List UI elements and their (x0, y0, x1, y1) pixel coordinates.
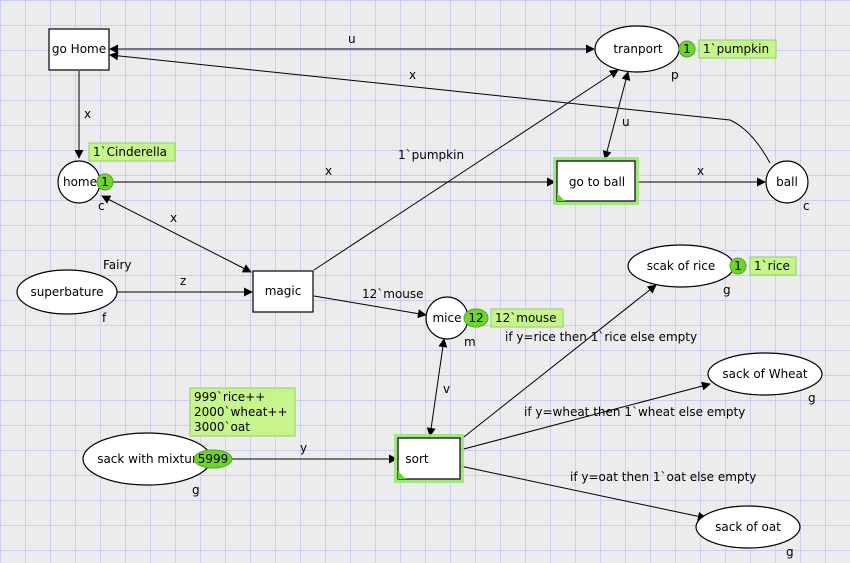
arc-label-magic-mice: 12`mouse (362, 287, 424, 301)
place-label: mice (432, 311, 461, 325)
place-color-set: f (102, 311, 107, 325)
arc-label-gohome-home: x (84, 107, 91, 121)
marking-text: 1`pumpkin (703, 42, 769, 56)
transition-label: magic (265, 284, 302, 298)
transition-go-home[interactable]: go Home (48, 28, 110, 71)
token-count-mice[interactable]: 12 (463, 308, 489, 328)
place-name-annotation: Fairy (103, 258, 132, 272)
arc-label-mice-sort: v (443, 382, 450, 396)
place-color-set: g (723, 283, 731, 297)
place-superbature[interactable]: superbature f Fairy (16, 258, 132, 325)
token-count-home[interactable]: 1 (96, 173, 114, 191)
marking-home[interactable]: 1`Cinderella (88, 142, 176, 162)
place-label: tranport (613, 42, 662, 56)
place-sack-with-mixture[interactable]: sack with mixtur g (82, 432, 212, 497)
place-sack-of-oat[interactable]: sack of oat g (695, 505, 801, 559)
token-count-scak-of-rice[interactable]: 1 (729, 257, 747, 275)
transition-label: go to ball (569, 175, 625, 189)
arc-label-magic-tranport: 1`pumpkin (398, 148, 464, 162)
marking-sack-with-mixture[interactable]: 999`rice++ 2000`wheat++ 3000`oat (189, 387, 296, 437)
enabled-corner-icon (557, 193, 565, 201)
marking-mice[interactable]: 12`mouse (490, 308, 564, 328)
marking-text: 3000`oat (194, 420, 250, 434)
token-count-text: 1 (734, 259, 742, 273)
place-label: home (63, 175, 97, 189)
marking-text: 12`mouse (495, 311, 557, 325)
place-color-set: m (464, 335, 476, 349)
place-home[interactable]: home c (57, 160, 105, 213)
arc-label-sort-rice: if y=rice then 1`rice else empty (505, 330, 697, 344)
arc-sort-rice[interactable] (459, 284, 657, 441)
arc-tranport-gotoball[interactable] (602, 71, 631, 160)
arc-label-gohome-tranport: u (348, 32, 356, 46)
place-label: sack of oat (715, 520, 781, 534)
arc-label-sort-wheat: if y=wheat then 1`wheat else empty (524, 405, 745, 419)
place-color-set: g (786, 545, 794, 559)
arc-magic-tranport[interactable] (313, 69, 619, 271)
arc-label-home-gotoball: x (325, 164, 332, 178)
place-tranport[interactable]: tranport p (594, 25, 680, 82)
transition-go-to-ball[interactable]: go to ball (553, 157, 639, 205)
place-color-set: g (192, 483, 200, 497)
marking-text: 999`rice++ (194, 390, 265, 404)
transition-magic[interactable]: magic (252, 270, 314, 313)
token-count-sack-with-mixture[interactable]: 5999 (193, 449, 233, 469)
arc-label-tranport-gotoball: u (622, 115, 630, 129)
arc-label-superbature-magic: z (180, 274, 186, 288)
token-count-text: 1 (683, 42, 691, 56)
arc-label-sort-oat: if y=oat then 1`oat else empty (570, 470, 756, 484)
enabled-corner-icon (398, 471, 406, 479)
arc-sort-oat[interactable] (459, 465, 707, 521)
marking-scak-of-rice[interactable]: 1`rice (749, 256, 797, 276)
transition-sort[interactable]: sort (394, 434, 464, 483)
token-count-text: 5999 (198, 452, 229, 466)
place-color-set: c (98, 199, 105, 213)
place-color-set: p (671, 68, 679, 82)
token-count-text: 1 (101, 175, 109, 189)
arc-label-home-magic: x (170, 211, 177, 225)
place-label: ball (776, 175, 798, 189)
place-label: superbature (30, 285, 103, 299)
marking-text: 1`Cinderella (93, 145, 167, 159)
place-scak-of-rice[interactable]: scak of rice g (627, 244, 735, 297)
place-mice[interactable]: mice m (425, 296, 476, 349)
token-count-text: 12 (468, 311, 483, 325)
arc-home-magic[interactable] (101, 195, 252, 273)
marking-text: 1`rice (754, 259, 790, 273)
place-color-set: g (808, 391, 816, 405)
transition-label: go Home (52, 42, 106, 56)
place-ball[interactable]: ball c (765, 160, 810, 213)
place-label: sack with mixtur (97, 452, 197, 466)
marking-text: 2000`wheat++ (194, 405, 288, 419)
arc-label-mixture-sort: y (300, 441, 307, 455)
arc-label-gotoball-ball: x (697, 164, 704, 178)
token-count-tranport[interactable]: 1 (678, 40, 696, 58)
arc-sort-wheat[interactable] (459, 381, 711, 451)
arc-mice-sort[interactable] (426, 338, 448, 437)
arc-magic-mice[interactable] (313, 295, 427, 319)
arc-label-ball-gohome: x (409, 68, 416, 82)
arc-ball-gohome[interactable] (109, 51, 771, 164)
place-color-set: c (803, 199, 810, 213)
place-label: scak of rice (647, 259, 716, 273)
transition-label: sort (405, 452, 429, 466)
marking-tranport[interactable]: 1`pumpkin (698, 39, 777, 59)
place-sack-of-wheat[interactable]: sack of Wheat g (707, 352, 823, 405)
place-label: sack of Wheat (722, 367, 808, 381)
